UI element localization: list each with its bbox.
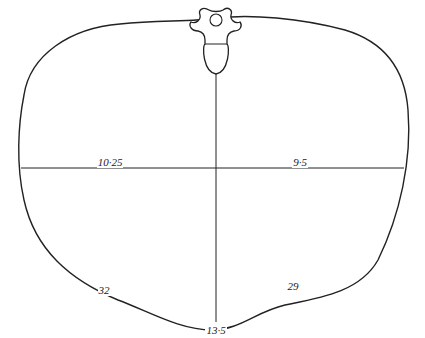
dimension-label: 9·5 — [292, 156, 308, 168]
transverse-line — [21, 168, 404, 169]
spinal-canal — [210, 14, 222, 26]
vertebra — [190, 8, 241, 74]
dimension-label: 32 — [98, 284, 111, 296]
dimension-label: 13·5 — [205, 324, 226, 336]
vertebra-arch-line — [205, 44, 227, 45]
dimension-label: 10·25 — [97, 156, 124, 168]
sagittal-line — [216, 74, 217, 322]
dimension-label: 29 — [287, 280, 300, 292]
